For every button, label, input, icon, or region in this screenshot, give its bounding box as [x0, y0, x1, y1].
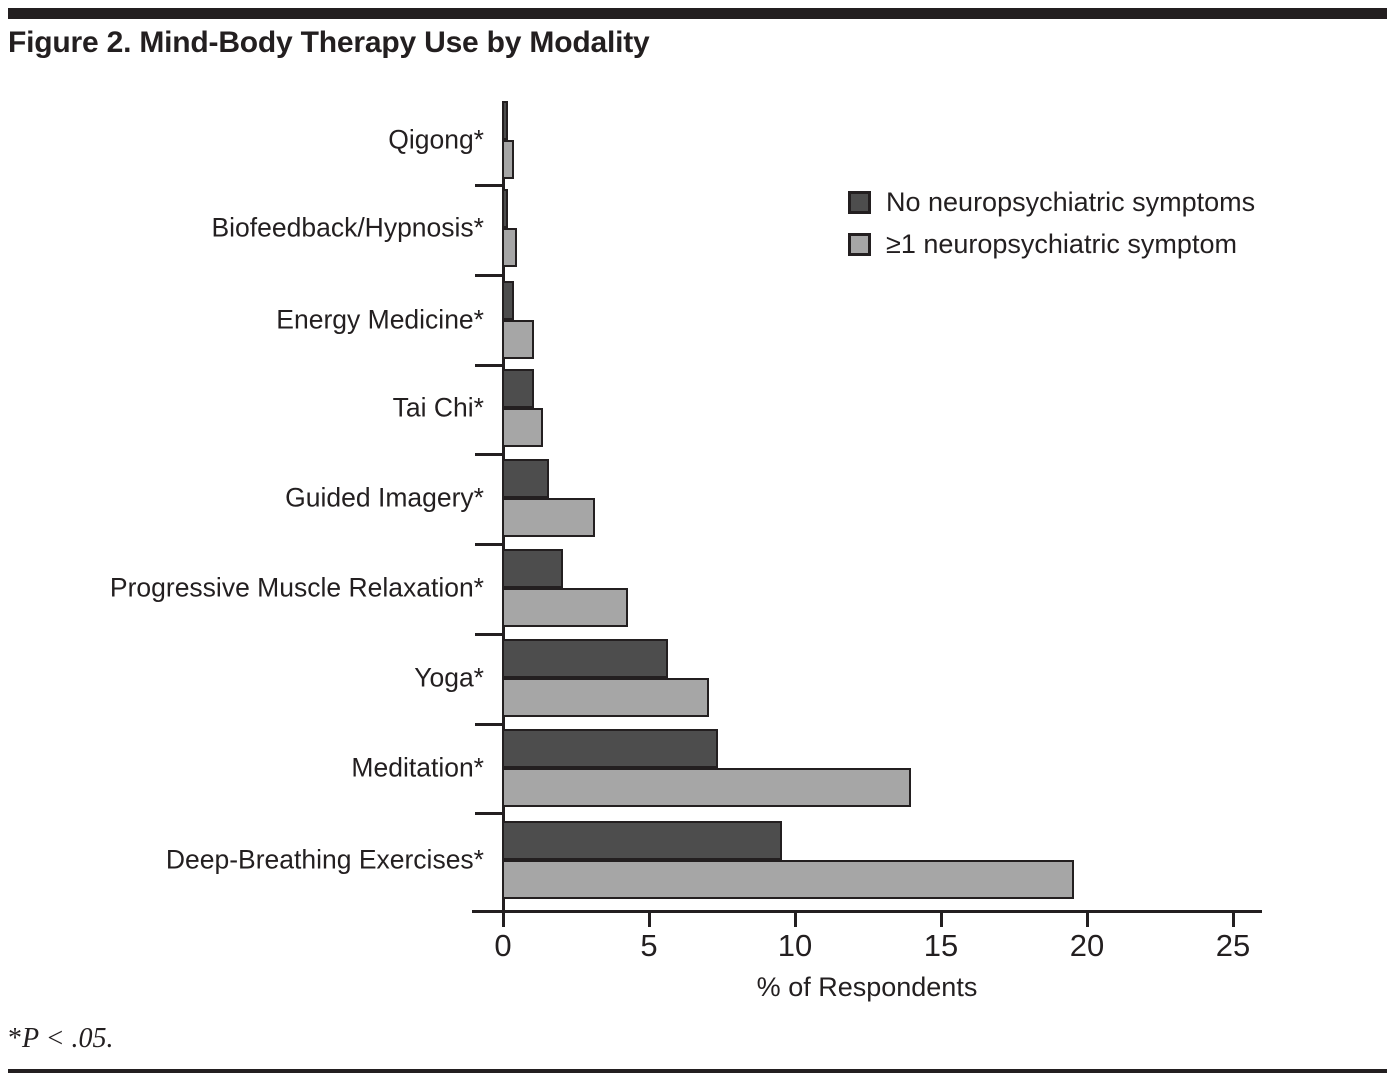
bottom-divider-rule: [8, 1069, 1387, 1073]
bar-biofeedback-hypnosis-series-1: [502, 189, 508, 228]
value-axis-tick-0: [502, 910, 505, 927]
bar-progressive-muscle-relaxation-series-1: [502, 549, 564, 588]
value-axis-label-10: 10: [777, 928, 813, 963]
category-axis-tick: [475, 364, 502, 367]
value-axis-tick-10: [794, 910, 797, 927]
footnote-text: P < .05.: [22, 1023, 114, 1054]
category-label-progressive-muscle-relaxation: Progressive Muscle Relaxation*: [109, 572, 484, 603]
value-axis-tick-25: [1232, 910, 1235, 927]
footnote-asterisk: *: [8, 1023, 22, 1054]
bar-yoga-series-1: [502, 639, 669, 678]
value-axis-label-0: 0: [494, 928, 512, 963]
bar-guided-imagery-series-2: [502, 498, 596, 537]
bar-energy-medicine-series-1: [502, 281, 514, 320]
value-axis-label-15: 15: [923, 928, 959, 963]
legend-item-one-or-more-symptoms: ≥1 neuropsychiatric symptom: [848, 226, 1255, 262]
value-axis-title: % of Respondents: [756, 972, 978, 1002]
bar-guided-imagery-series-1: [502, 459, 549, 498]
category-label-meditation: Meditation*: [351, 752, 484, 783]
figure-title: Figure 2. Mind-Body Therapy Use by Modal…: [8, 26, 650, 59]
bar-tai-chi-series-1: [502, 369, 535, 408]
category-axis-tick: [475, 633, 502, 636]
bar-deep-breathing-exercises-series-2: [502, 860, 1075, 899]
category-label-deep-breathing-exercises: Deep-Breathing Exercises*: [165, 844, 484, 875]
bar-biofeedback-hypnosis-series-2: [502, 228, 517, 267]
legend-label-no-symptoms: No neuropsychiatric symptoms: [886, 186, 1256, 217]
category-axis-tick: [475, 543, 502, 546]
bar-tai-chi-series-2: [502, 408, 543, 447]
category-axis-tick: [475, 812, 502, 815]
category-label-tai-chi: Tai Chi*: [392, 392, 484, 423]
category-label-yoga: Yoga*: [414, 662, 484, 693]
bar-meditation-series-1: [502, 729, 719, 768]
category-label-biofeedback-hypnosis: Biofeedback/Hypnosis*: [211, 212, 484, 243]
value-axis-tick-20: [1086, 910, 1089, 927]
category-axis-tick: [475, 723, 502, 726]
bar-qigong-series-1: [502, 101, 508, 140]
value-axis-tick-5: [648, 910, 651, 927]
chart-legend: No neuropsychiatric symptoms ≥1 neuropsy…: [848, 184, 1255, 268]
category-label-qigong: Qigong*: [388, 124, 484, 155]
figure-footnote: *P < .05.: [8, 1023, 114, 1055]
legend-label-one-or-more-symptoms: ≥1 neuropsychiatric symptom: [886, 228, 1237, 259]
legend-item-no-symptoms: No neuropsychiatric symptoms: [848, 184, 1255, 220]
category-axis-labels: Qigong* Biofeedback/Hypnosis* Energy Med…: [0, 0, 502, 1082]
top-divider-rule: [8, 8, 1387, 19]
category-axis-tick: [475, 453, 502, 456]
bar-deep-breathing-exercises-series-1: [502, 821, 783, 860]
category-label-energy-medicine: Energy Medicine*: [276, 304, 484, 335]
bar-yoga-series-2: [502, 678, 710, 717]
legend-swatch-dark-icon: [848, 190, 871, 214]
value-axis-label-20: 20: [1069, 928, 1105, 963]
value-axis-line: [472, 910, 1262, 913]
value-axis-label-25: 25: [1215, 928, 1251, 963]
value-axis-tick-15: [940, 910, 943, 927]
category-label-guided-imagery: Guided Imagery*: [285, 482, 484, 513]
bar-progressive-muscle-relaxation-series-2: [502, 588, 628, 627]
legend-swatch-light-icon: [848, 232, 871, 256]
bar-qigong-series-2: [502, 140, 514, 179]
bar-energy-medicine-series-2: [502, 320, 535, 359]
category-axis-tick: [475, 184, 502, 187]
value-axis-label-5: 5: [640, 928, 658, 963]
bar-meditation-series-2: [502, 768, 911, 807]
category-axis-tick: [475, 274, 502, 277]
